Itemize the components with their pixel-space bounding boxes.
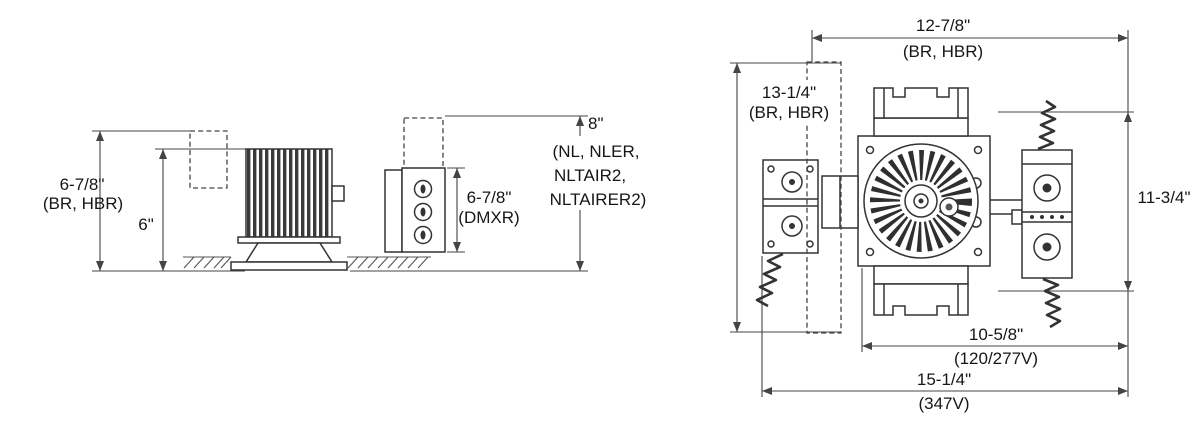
plan-top-bracket (873, 87, 969, 119)
label-jbox-note-3: NLTAIRER2) (550, 190, 647, 209)
label-dmxr-note: (DMXR) (458, 208, 519, 227)
plan-left-jbox (755, 159, 859, 308)
label-outer-width-note: (347V) (918, 394, 969, 413)
plan-bottom-bracket (873, 283, 969, 316)
plan-dim-inner-width (861, 268, 1128, 352)
label-jbox-note-1: (NL, NLER, (553, 142, 640, 161)
plan-dim-right-height (998, 111, 1134, 292)
side-connector (331, 185, 345, 202)
flex-conduit-left (755, 252, 784, 308)
label-overall-height-note: (BR, HBR) (43, 194, 123, 213)
label-left-height-note: (BR, HBR) (749, 103, 829, 122)
ceiling-hatch-right (347, 256, 431, 269)
label-dmxr-height: 6-7/8" (467, 188, 512, 207)
side-dim-dmxr (447, 167, 465, 253)
side-dim-overall-height (92, 130, 245, 272)
left-dim-text-mask (740, 80, 840, 124)
label-jbox-note-2: NLTAIR2, (554, 166, 626, 185)
label-top-width: 12-7/8" (916, 16, 970, 35)
label-jbox-height: 8" (588, 114, 604, 133)
plan-hanger-bar-dashed (806, 61, 842, 334)
radial-fins (870, 150, 972, 252)
label-housing-height: 6" (138, 215, 154, 234)
side-junction-box (384, 117, 446, 253)
plan-dim-outer-width (761, 256, 1128, 397)
plan-right-jbox (990, 99, 1073, 329)
jbox-dashed-extension (403, 117, 444, 169)
side-driver-box-dashed (189, 130, 228, 189)
side-view: 6-7/8" (BR, HBR) 6" 6-7/8" (DMXR) 8" (NL… (43, 114, 660, 272)
label-top-width-note: (BR, HBR) (903, 42, 983, 61)
label-inner-width-note: (120/277V) (954, 349, 1038, 368)
label-right-height: 11-3/4" (1138, 188, 1191, 207)
jbox-bracket (384, 169, 403, 253)
label-inner-width: 10-5/8" (969, 325, 1023, 344)
trim-flange (230, 261, 348, 271)
side-trim (230, 242, 348, 271)
label-left-height: 13-1/4" (762, 83, 816, 102)
label-overall-height: 6-7/8" (60, 175, 105, 194)
ceiling-hatch-left (183, 256, 232, 269)
side-dim-housing-height (155, 148, 246, 271)
plan-dim-top-width (811, 30, 1129, 397)
flex-conduit-right-top (1037, 99, 1057, 151)
plan-view: 12-7/8" (BR, HBR) 13-1/4" (BR, HBR) 11-3… (730, 16, 1190, 413)
side-heatsink (237, 148, 345, 244)
label-outer-width: 15-1/4" (917, 370, 971, 389)
flex-conduit-right-bottom (1042, 277, 1062, 329)
note-text-mask (534, 136, 660, 210)
plan-dim-left-height (730, 62, 841, 333)
plan-heatsink-fan (863, 143, 979, 259)
